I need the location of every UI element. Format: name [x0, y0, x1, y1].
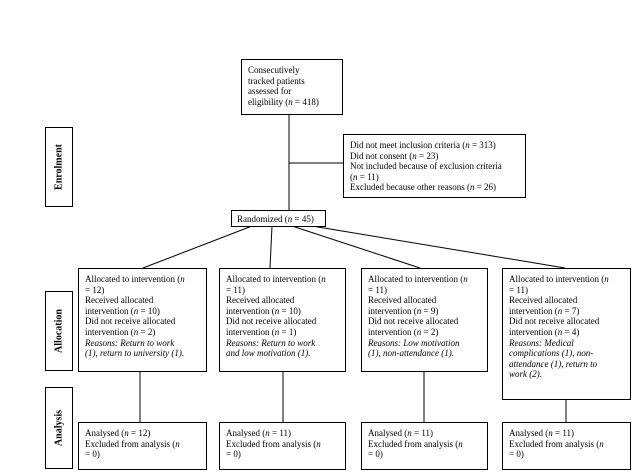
- allocation-box-arm1: Allocated to intervention (n = 12) Recei…: [78, 268, 207, 372]
- randomized-box: Randomized (n = 45): [231, 210, 326, 227]
- allocation-line: = 12): [85, 284, 105, 295]
- analysis-line: Analysed (n = 11): [368, 428, 433, 438]
- allocation-line: Allocated to intervention (n: [226, 274, 326, 284]
- allocation-box-arm3: Allocated to intervention (n = 11) Recei…: [361, 268, 488, 372]
- excluded-line: Excluded because other reasons (n = 26): [350, 182, 497, 193]
- excluded-line: (n = 11): [350, 171, 379, 182]
- analysis-line: = 0): [226, 449, 241, 460]
- reasons-line: (1), return to university (1).: [85, 348, 185, 359]
- allocation-line: Received allocated: [509, 295, 578, 306]
- allocation-line: Did not receive allocated: [85, 316, 176, 327]
- analysis-line: Excluded from analysis (n: [85, 438, 180, 449]
- allocation-line: Allocated to intervention (n: [509, 274, 609, 284]
- connector-randomized-arm4: [311, 225, 566, 269]
- reasons-line: (1), non-attendance (1).: [368, 348, 454, 359]
- reasons-line: attendance (1), return to: [509, 358, 598, 369]
- analysis-box-arm2: Analysed (n = 11) Excluded from analysis…: [219, 422, 346, 470]
- allocation-line: Received allocated: [226, 295, 295, 306]
- allocation-line: intervention (n = 10): [85, 305, 160, 316]
- excluded-line: Did not meet inclusion criteria (n = 313…: [350, 140, 496, 150]
- analysis-line: Excluded from analysis (n: [368, 438, 463, 449]
- connector-randomized-arm2: [269, 225, 273, 269]
- allocation-line: intervention (n = 10): [226, 305, 301, 316]
- allocation-line: = 11): [226, 284, 245, 295]
- analysis-box-arm4: Analysed (n = 11) Excluded from analysis…: [502, 422, 631, 470]
- assessed-line: tracked patients: [248, 75, 305, 86]
- analysis-line: Analysed (n = 12): [85, 428, 151, 438]
- analysis-line: Excluded from analysis (n: [226, 438, 321, 449]
- randomized-label: Randomized (n = 45): [237, 214, 314, 224]
- analysis-box-arm3: Analysed (n = 11) Excluded from analysis…: [361, 422, 488, 470]
- analysis-line: = 0): [85, 449, 100, 460]
- allocation-line: intervention (n = 1): [226, 326, 297, 337]
- reasons-line: Reasons: Low motivation: [368, 337, 460, 348]
- connector-randomized-arm1: [142, 225, 253, 269]
- analysis-label: Analysis: [53, 409, 65, 447]
- allocation-line: = 11): [509, 284, 528, 295]
- excluded-line: Did not consent (n = 23): [350, 150, 439, 161]
- assessed-line: Consecutively: [248, 65, 300, 75]
- analysis-line: Analysed (n = 11): [509, 428, 574, 438]
- connector-randomized-arm3: [291, 225, 421, 269]
- analysis-line: Analysed (n = 11): [226, 428, 291, 438]
- reasons-line: work (2).: [509, 369, 542, 380]
- allocation-line: Did not receive allocated: [509, 316, 600, 327]
- allocation-line: Did not receive allocated: [368, 316, 459, 327]
- allocation-line: Received allocated: [85, 295, 154, 306]
- allocation-section-label: Allocation: [45, 291, 73, 371]
- allocation-line: intervention (n = 2): [368, 326, 439, 337]
- reasons-line: Reasons: Return to work: [85, 337, 175, 348]
- excluded-box: Did not meet inclusion criteria (n = 313…: [343, 134, 526, 198]
- reasons-line: Reasons: Medical: [509, 337, 574, 348]
- allocation-line: intervention (n = 4): [509, 326, 580, 337]
- allocation-line: intervention (n = 2): [85, 326, 156, 337]
- assessed-box: Consecutively tracked patients assessed …: [241, 59, 343, 115]
- allocation-line: = 11): [368, 284, 387, 295]
- allocation-line: Did not receive allocated: [226, 316, 317, 327]
- assessed-line: eligibility (n = 418): [248, 96, 319, 107]
- analysis-section-label: Analysis: [45, 387, 73, 469]
- allocation-line: Allocated to intervention (n: [85, 274, 185, 284]
- reasons-line: and low motivation (1).: [226, 348, 311, 359]
- analysis-line: = 0): [509, 449, 524, 460]
- assessed-line: assessed for: [248, 86, 292, 97]
- analysis-line: = 0): [368, 449, 383, 460]
- analysis-line: Excluded from analysis (n: [509, 438, 604, 449]
- allocation-box-arm2: Allocated to intervention (n = 11) Recei…: [219, 268, 346, 372]
- enrolment-section-label: Enrolment: [45, 127, 73, 207]
- reasons-line: Reasons: Return to work: [226, 337, 316, 348]
- allocation-line: intervention (n = 7): [509, 305, 580, 316]
- excluded-line: Not included because of exclusion criter…: [350, 161, 502, 172]
- reasons-line: complications (1), non-: [509, 348, 594, 359]
- allocation-line: Received allocated: [368, 295, 437, 306]
- allocation-line: Allocated to intervention (n: [368, 274, 468, 284]
- allocation-label: Allocation: [53, 309, 65, 353]
- allocation-line: intervention (n = 9): [368, 305, 439, 316]
- allocation-box-arm4: Allocated to intervention (n = 11) Recei…: [502, 268, 631, 400]
- analysis-box-arm1: Analysed (n = 12) Excluded from analysis…: [78, 422, 207, 470]
- enrolment-label: Enrolment: [53, 144, 65, 190]
